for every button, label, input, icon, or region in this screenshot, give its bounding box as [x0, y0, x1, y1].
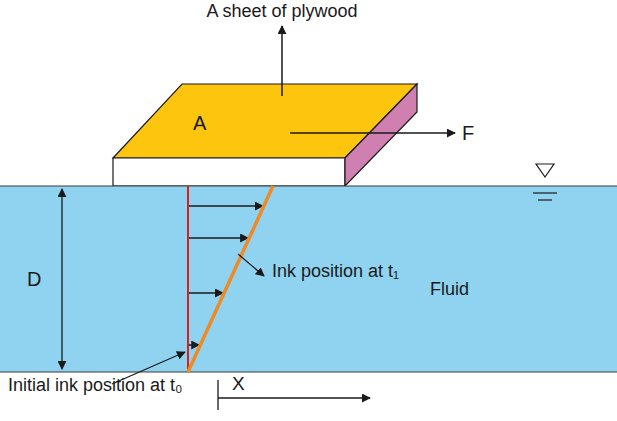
fluid-label: Fluid: [430, 280, 469, 300]
area-label: A: [193, 112, 206, 134]
dimension-label: D: [27, 268, 41, 290]
force-label: F: [462, 122, 474, 144]
plywood-shape: [113, 84, 417, 186]
plywood-sheet: A: [113, 84, 417, 186]
callout-note: Initial ink position at t₀: [8, 376, 186, 396]
part-name: A sheet of plywood: [206, 2, 357, 22]
axis-label: X: [232, 374, 245, 395]
callout-note: Ink position at t₁: [272, 262, 384, 282]
